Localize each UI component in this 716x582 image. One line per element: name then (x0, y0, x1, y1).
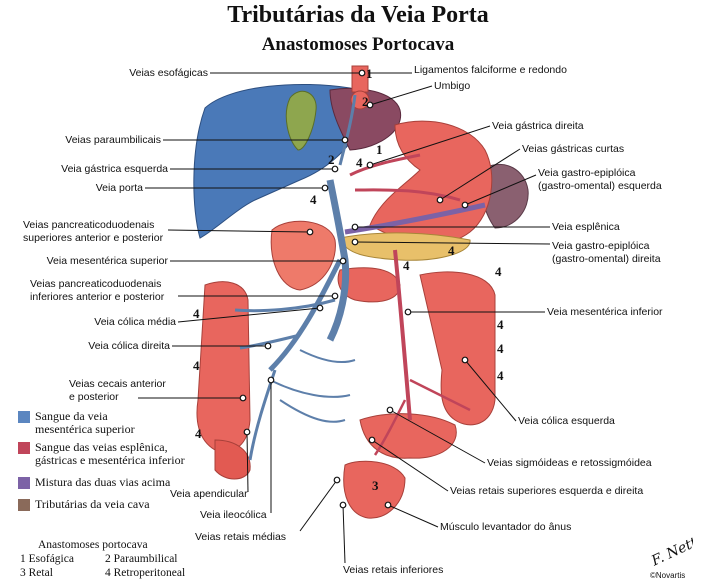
copyright-text: ©Novartis (650, 571, 686, 580)
region-number: 4 (195, 426, 202, 441)
label-veia-porta: Veia porta (95, 182, 143, 194)
liver (193, 83, 368, 239)
anastomoses-item: 3 Retal (20, 567, 53, 579)
label-veia-esplenica: Veia esplênica (552, 221, 620, 233)
cecum (214, 439, 251, 480)
label-ligamentos: Ligamentos falciforme e redondo (414, 64, 567, 76)
transverse-colon (337, 267, 401, 303)
gallbladder (285, 90, 317, 151)
legend-label: mesentérica superior (35, 422, 135, 436)
region-number: 3 (372, 478, 379, 493)
label-veia-gastrica-direita: Veia gástrica direita (492, 120, 584, 132)
region-number: 2 (328, 152, 335, 167)
mesenteric-arcades (269, 349, 356, 423)
descending-colon (419, 271, 496, 426)
label-pancreaticoduodenais-inf-2: inferiores anterior e posterior (30, 291, 165, 303)
label-veias-retais-inferiores: Veias retais inferiores (343, 564, 444, 576)
region-number: 4 (193, 306, 200, 321)
right-colic-vein (239, 333, 301, 350)
label-umbigo: Umbigo (434, 80, 471, 92)
region-number: 4 (497, 317, 504, 332)
label-gastroepiploica-esq-2: (gastro-omental) esquerda (538, 180, 662, 192)
label-gastroepiploica-esq-1: Veia gastro-epiplóica (538, 167, 636, 179)
label-veias-sigmoideas: Veias sigmóideas e retossigmóidea (487, 457, 652, 469)
legend-label: gástricas e mesentérica inferior (35, 453, 185, 467)
label-veias-cecais-2: e posterior (69, 391, 119, 403)
diagram-title: Tributárias da Veia Porta (227, 2, 489, 28)
anastomoses-item: 2 Paraumbilical (105, 553, 178, 565)
legend-label: Mistura das duas vias acima (35, 475, 171, 489)
region-number: 1 (366, 66, 373, 81)
leader-lines (138, 72, 551, 564)
signature-text: F. Netter (648, 530, 693, 570)
label-veia-mesenterica-superior: Veia mesentérica superior (46, 255, 168, 267)
label-veia-gastrica-esquerda: Veia gástrica esquerda (61, 163, 168, 175)
signature-mark: F. Netter (648, 530, 693, 570)
legend-swatch (18, 477, 30, 489)
region-number: 4 (403, 258, 410, 273)
label-veias-paraumbilicais: Veias paraumbilicais (65, 134, 161, 146)
label-gastroepiploica-dir-1: Veia gastro-epiplóica (552, 240, 650, 252)
legend-label: Tributárias da veia cava (35, 497, 150, 511)
region-number: 2 (362, 94, 369, 109)
point-markers (239, 69, 469, 509)
paraumbilical-veins (338, 94, 357, 166)
duodenum (270, 220, 336, 291)
region-number: 4 (495, 264, 502, 279)
region-number: 4 (193, 358, 200, 373)
label-veia-mesenterica-inferior: Veia mesentérica inferior (547, 306, 663, 318)
label-veia-colica-media: Veia cólica média (94, 316, 176, 328)
anastomoses-item: 1 Esofágica (20, 553, 74, 565)
region-number: 4 (497, 368, 504, 383)
label-pancreaticoduodenais-sup-2: superiores anterior e posterior (23, 232, 164, 244)
anastomoses-heading: Anastomoses portocava (38, 539, 148, 551)
label-veias-gastricas-curtas: Veias gástricas curtas (522, 143, 625, 155)
label-gastroepiploica-dir-2: (gastro-omental) direita (552, 253, 661, 265)
anastomoses-item: 4 Retroperitoneal (105, 567, 186, 579)
legend-swatch (18, 411, 30, 423)
label-veias-cecais-1: Veias cecais anterior (69, 378, 166, 390)
label-veias-retais-superiores: Veias retais superiores esquerda e direi… (450, 485, 644, 497)
region-number: 4 (310, 192, 317, 207)
legend-label: Sangue da veia (35, 409, 108, 423)
legend-label: Sangue das veias esplênica, (35, 440, 168, 454)
label-veias-esofagicas: Veias esofágicas (129, 67, 208, 79)
legend-swatch (18, 442, 30, 454)
superior-mesenteric-vein (268, 258, 343, 372)
label-musculo-levantador: Músculo levantador do ânus (440, 521, 572, 533)
label-veia-ileocolica: Veia ileocólica (200, 509, 267, 521)
gastric-veins (349, 153, 461, 202)
label-veias-retais-medias: Veias retais médias (195, 531, 287, 543)
label-veia-apendicular: Veia apendicular (170, 488, 248, 500)
legend-swatch (18, 499, 30, 511)
inferior-mesenteric-vein (393, 249, 412, 421)
label-pancreaticoduodenais-inf-1: Veias pancreaticoduodenais (30, 278, 162, 290)
pancreas (339, 232, 471, 261)
region-number: 4 (356, 155, 363, 170)
diagram-subtitle: Anastomoses Portocava (261, 34, 455, 55)
region-number: 1 (376, 142, 383, 157)
region-number: 4 (448, 243, 455, 258)
label-pancreaticoduodenais-sup-1: Veias pancreaticoduodenais (23, 219, 155, 231)
sigmoid-veins (373, 378, 471, 456)
label-veia-colica-direita: Veia cólica direita (88, 340, 170, 352)
ascending-colon (196, 281, 251, 452)
middle-colic-vein (234, 298, 336, 313)
splenic-vein (344, 202, 486, 235)
label-veia-colica-esquerda: Veia cólica esquerda (518, 415, 615, 427)
region-number: 4 (497, 341, 504, 356)
